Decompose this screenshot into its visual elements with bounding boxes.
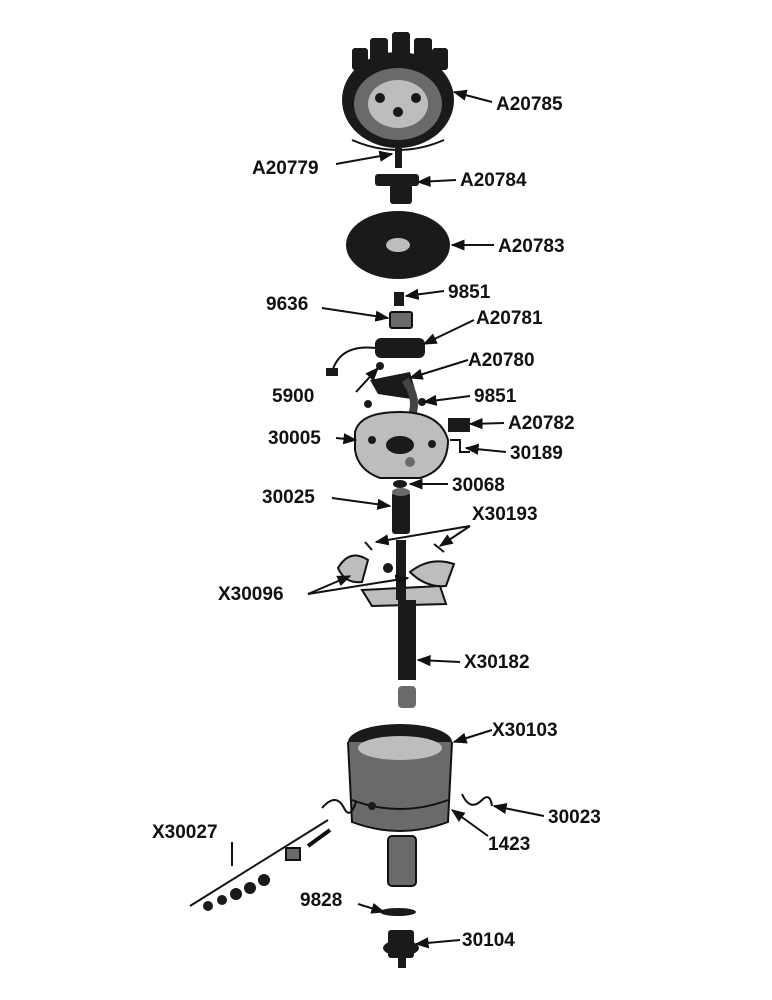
cam (392, 488, 410, 534)
housing (347, 724, 453, 887)
contact-point (448, 418, 470, 432)
label-a20781: A20781 (476, 308, 543, 329)
terminal-kit (189, 819, 332, 911)
label-9828: 9828 (300, 890, 342, 911)
label-30068: 30068 (452, 475, 505, 496)
label-a20783: A20783 (498, 236, 565, 257)
part-labels: A20785 A20779 A20784 A20783 9851 9636 A2… (152, 94, 601, 951)
leader-lines (231, 89, 545, 949)
condenser (326, 338, 425, 376)
label-30189: 30189 (510, 443, 563, 464)
label-x30182: X30182 (464, 652, 530, 673)
label-x30096: X30096 (218, 584, 284, 605)
label-x30027: X30027 (152, 822, 218, 843)
label-5900: 5900 (272, 386, 314, 407)
label-a20785: A20785 (496, 94, 563, 115)
dust-shield (346, 211, 450, 279)
label-30005: 30005 (268, 428, 321, 449)
label-a20779: A20779 (252, 158, 319, 179)
bracket (450, 439, 470, 453)
label-1423: 1423 (488, 834, 530, 855)
washer-30068 (393, 480, 407, 488)
advance-springs (364, 541, 445, 553)
label-a20780: A20780 (468, 350, 535, 371)
label-a20784: A20784 (460, 170, 527, 191)
label-9851-top: 9851 (448, 282, 491, 303)
screw-top (394, 292, 404, 306)
clip (389, 311, 413, 329)
distributor-cap (342, 32, 454, 151)
rotor (375, 174, 419, 204)
label-30023: 30023 (548, 807, 601, 828)
label-9851-mid: 9851 (474, 386, 517, 407)
label-30025: 30025 (262, 487, 315, 508)
gasket (380, 908, 416, 916)
clamp-springs (321, 793, 493, 814)
breaker-plate (354, 410, 450, 479)
label-x30103: X30103 (492, 720, 558, 741)
drive-shaft (396, 540, 416, 708)
label-x30193: X30193 (472, 504, 538, 525)
center-brush (395, 148, 402, 168)
drive-coupling (383, 930, 419, 968)
label-9636: 9636 (266, 294, 308, 315)
label-30104: 30104 (462, 930, 515, 951)
label-a20782: A20782 (508, 413, 575, 434)
